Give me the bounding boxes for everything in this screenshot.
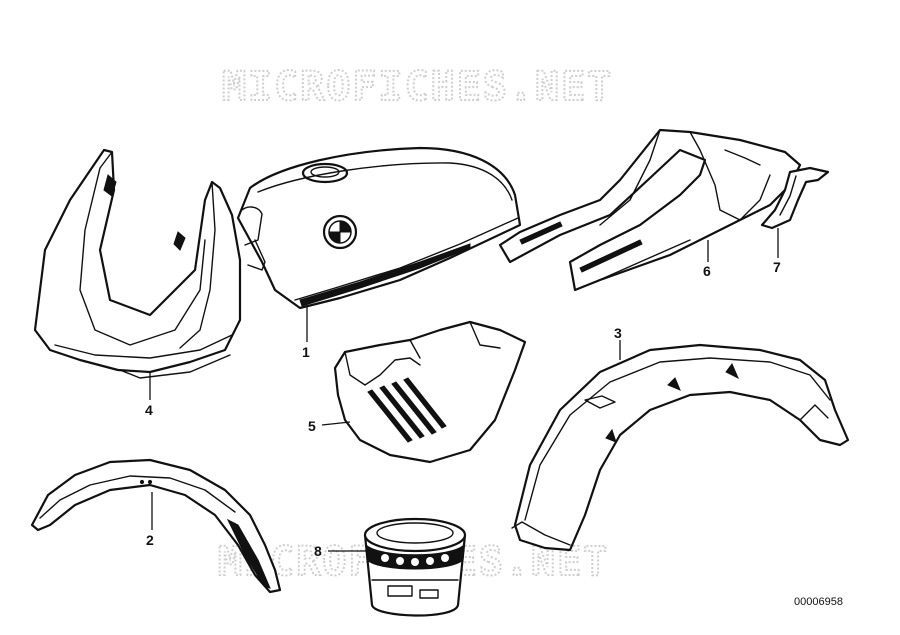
- callout-7: 7: [773, 259, 781, 275]
- callout-2: 2: [146, 532, 154, 548]
- part-6-tail-section: [498, 128, 802, 292]
- callout-5: 5: [308, 418, 316, 434]
- callout-3: 3: [614, 325, 622, 341]
- part-7-trim-piece: [760, 166, 830, 230]
- document-number: 00006958: [794, 596, 843, 608]
- part-5-side-cover: [333, 320, 527, 464]
- part-2-front-mudguard: [30, 458, 282, 594]
- leader-5: [321, 421, 351, 426]
- callout-8: 8: [314, 543, 322, 559]
- callout-4: 4: [145, 402, 153, 418]
- callout-1: 1: [302, 344, 310, 360]
- part-1-fuel-tank: [236, 146, 522, 310]
- part-4-fairing: [33, 148, 242, 379]
- part-3-rear-mudguard: [511, 343, 850, 552]
- bmw-roundel-icon: [322, 214, 358, 250]
- callout-6: 6: [703, 263, 711, 279]
- watermark-top: MICROFICHES.NET: [222, 64, 613, 110]
- side-cover-vents: [367, 377, 447, 443]
- part-8-paint-tin: [363, 517, 467, 617]
